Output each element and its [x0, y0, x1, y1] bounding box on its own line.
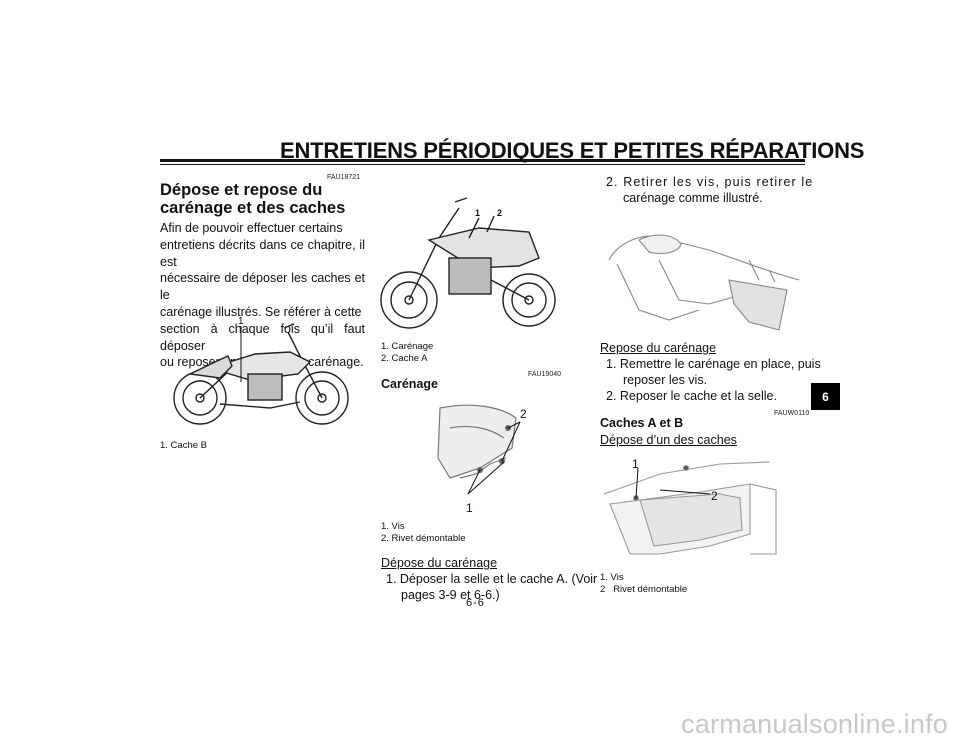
caption-line: 2. Rivet démontable — [381, 532, 466, 544]
section-heading-line2: carénage et des caches — [160, 199, 346, 217]
step-2-line2: carénage comme illustré. — [623, 191, 763, 205]
section-code: FAU18721 — [327, 174, 361, 181]
figure-callout-1: 1 — [238, 316, 244, 327]
caption-line: 1. Vis — [600, 572, 624, 583]
intro-paragraph: Afin de pouvoir effectuer certains entre… — [160, 220, 365, 371]
repose-step-1-line2: reposer les vis. — [623, 373, 708, 387]
repose-step-2: 2. Reposer le cache et la selle. — [606, 389, 777, 403]
page-header-title: ENTRETIENS PÉRIODIQUES ET PETITES RÉPARA… — [280, 138, 865, 163]
section-heading: Caches A et B — [600, 416, 684, 430]
figure-caption: 1. Carénage 2. Cache A — [381, 341, 433, 364]
step-2-line1: 2. Retirer les vis, puis retirer le — [606, 175, 814, 189]
figure-callout-2: 2 — [520, 407, 527, 421]
subheading-repose-fairing: Repose du carénage — [600, 341, 717, 355]
watermark: carmanualsonline.info — [681, 709, 948, 739]
figure-callout-2: 2 — [711, 489, 718, 503]
subheading-depose-cache: Dépose d’un des caches — [600, 433, 737, 447]
figure-caption: 1. Cache B — [160, 440, 207, 451]
chapter-tab: 6 — [811, 383, 840, 410]
motorcycle-left-side-figure: 1 2 — [380, 197, 556, 329]
figure-callout-1: 1 — [475, 208, 480, 218]
figure-callout-1: 1 — [632, 457, 639, 471]
intro-line: entretiens décrits dans ce chapitre, il … — [160, 237, 365, 269]
caption-line: 1. Carénage — [381, 341, 434, 352]
header-rule-thin — [160, 164, 805, 165]
fairing-removal-figure — [608, 234, 800, 331]
figure-callout-2: 2 — [497, 208, 502, 218]
header-rule — [160, 159, 805, 162]
figure-callout-1: 1 — [466, 501, 473, 515]
intro-line: carénage illustrés. Se référer à cette — [160, 304, 362, 319]
subheading-depose-fairing: Dépose du carénage — [381, 556, 498, 570]
section-code: FAUW0110 — [774, 410, 810, 417]
intro-line: Afin de pouvoir effectuer certains — [160, 221, 343, 235]
section-heading: Carénage — [381, 377, 438, 391]
step-1-line2: pages 3-9 et 6-6.) — [401, 588, 500, 602]
fairing-figure: 2 1 — [437, 404, 527, 515]
intro-line: section à chaque fois qu’il faut déposer — [160, 321, 365, 353]
intro-line: nécessaire de déposer les caches et le — [160, 271, 365, 303]
caption-line: 2 Rivet démontable — [600, 583, 688, 595]
step-1-line1: 1. Déposer la selle et le cache A. (Voir — [386, 572, 598, 586]
repose-step-1-line1: 1. Remettre le carénage en place, puis — [606, 357, 821, 371]
caption-line: 1. Vis — [381, 521, 405, 532]
figure-caption: 1. Vis 2. Rivet démontable — [381, 521, 466, 544]
figure-caption: 1. Vis 2 Rivet démontable — [600, 572, 687, 595]
section-code: FAU19040 — [528, 371, 562, 378]
side-cover-figure: 1 2 — [603, 457, 777, 555]
section-heading-line1: Dépose et repose du — [160, 181, 323, 199]
motorcycle-right-side-figure: 1 — [173, 316, 349, 425]
caption-line: 2. Cache A — [381, 352, 428, 364]
page-number: 6-6 — [466, 597, 485, 609]
